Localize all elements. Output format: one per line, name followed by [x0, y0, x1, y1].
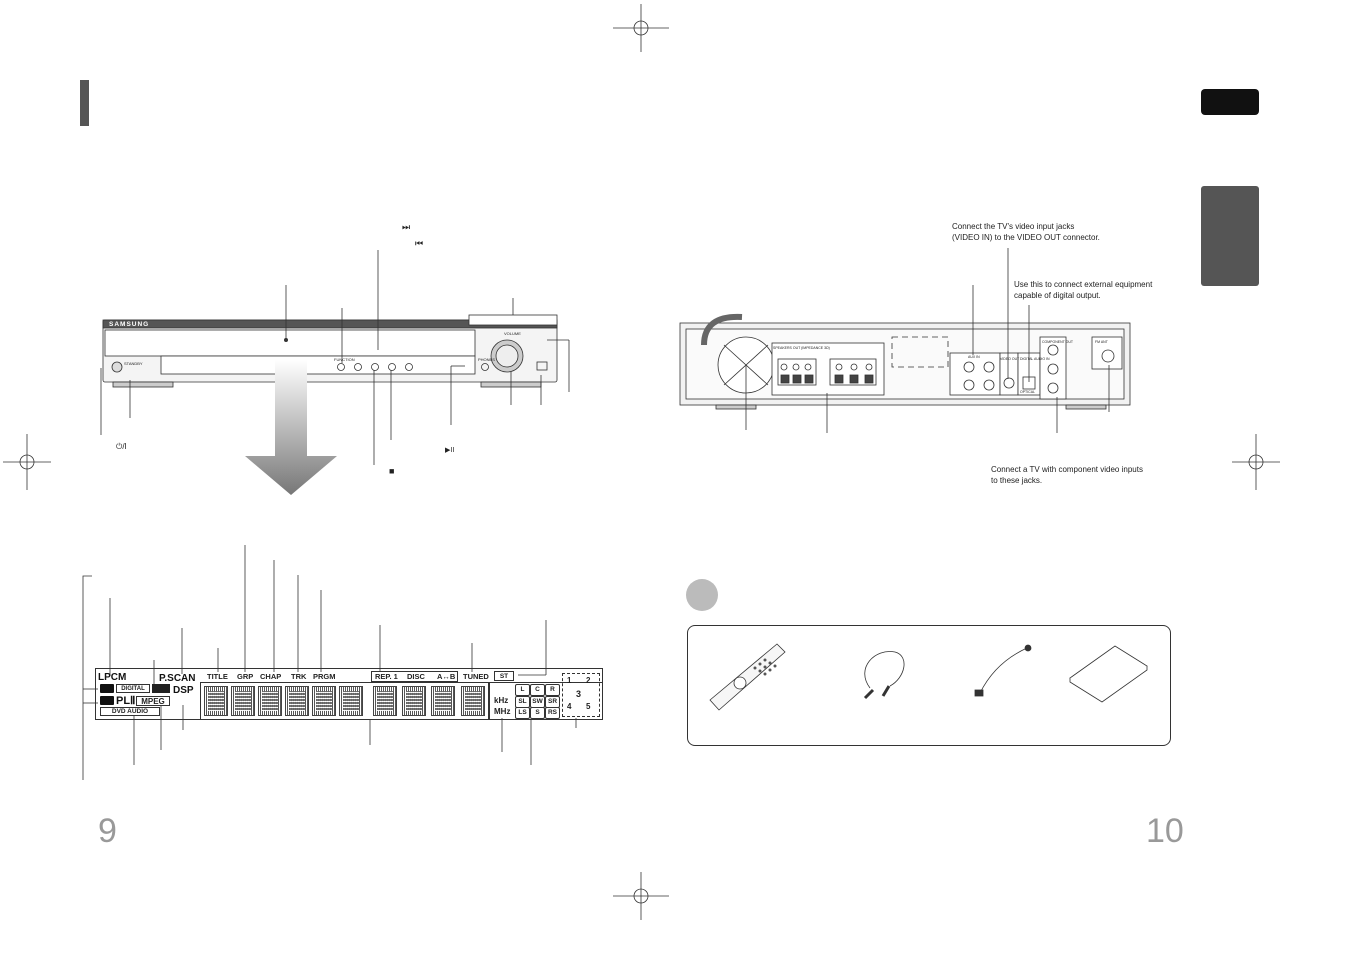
fm-antenna-icon [974, 644, 1032, 697]
segment-area [200, 682, 489, 720]
repeat-indicator: REP. 1 [375, 672, 398, 681]
channel-ls: LS [515, 707, 530, 719]
speaker-number: 5 [586, 702, 591, 711]
segment-digit [312, 686, 336, 716]
power-icon: ⏻/I [116, 442, 127, 451]
function-label: FUNCTION [334, 357, 355, 362]
accessories-illustrations [709, 643, 1148, 711]
channel-s: S [530, 707, 545, 719]
fm-antenna-label: FM ANT [1095, 340, 1108, 344]
component-annotation: Connect a TV with component video inputs… [991, 465, 1143, 485]
channel-sr: SR [545, 696, 560, 708]
section-marker [80, 80, 89, 126]
segment-digit [431, 686, 455, 716]
remote-control-icon [709, 643, 786, 711]
ab-repeat-indicator: A↔B [437, 672, 456, 681]
speaker-number: 3 [576, 689, 582, 699]
chapter-indicator: CHAP [260, 672, 282, 681]
speaker-number: 1 [567, 676, 572, 685]
brand-label: SAMSUNG [109, 321, 150, 328]
segment-digit [461, 686, 485, 716]
component-label: COMPONENT OUT [1042, 340, 1074, 344]
section-bullet [686, 579, 718, 611]
accessories-box [687, 625, 1171, 746]
segment-digit [402, 686, 426, 716]
skip-back-icon: ⏮ [415, 238, 424, 248]
pl2-indicator: PLⅡ [116, 695, 136, 707]
digital-in-annotation: Use this to connect external equipment c… [1014, 280, 1153, 300]
segment-digit [373, 686, 397, 716]
stereo-indicator: ST [494, 671, 514, 681]
language-tab [1201, 89, 1259, 115]
channel-r: R [545, 684, 560, 696]
display-leader-lines [82, 545, 577, 780]
dolby-digital-logo [100, 684, 114, 693]
khz-indicator: kHz [494, 696, 509, 705]
segment-digit [285, 686, 309, 716]
speaker-number: 4 [567, 702, 572, 711]
channel-rs: RS [545, 707, 560, 719]
segment-digit [339, 686, 363, 716]
speaker-area [489, 682, 603, 720]
dsp-indicator: DSP [173, 685, 194, 696]
video-cable-icon [863, 651, 905, 700]
mhz-indicator: MHz [494, 707, 511, 716]
speakers-out-label: SPEAKERS OUT (IMPEDANCE 3Ω) [773, 346, 830, 350]
track-indicator: TRK [291, 672, 307, 681]
video-out-annotation: Connect the TV's video input jacks (VIDE… [952, 222, 1100, 242]
segment-digit [231, 686, 255, 716]
segment-digit [204, 686, 228, 716]
aux-label: AUX IN [968, 355, 980, 359]
dolby-pl2-logo [100, 696, 114, 705]
chapter-tab [1201, 186, 1259, 286]
mpeg-indicator: MPEG [136, 696, 170, 706]
group-indicator: GRP [237, 672, 254, 681]
title-indicator: TITLE [207, 672, 228, 681]
volume-label: VOLUME [504, 331, 521, 336]
dts-logo [152, 684, 170, 693]
tuned-indicator: TUNED [463, 672, 489, 681]
dvd-audio-indicator: DVD AUDIO [100, 707, 160, 716]
disc-indicator: DISC [407, 672, 425, 681]
pscan-indicator: P.SCAN [159, 673, 196, 684]
digital-label: DIGITAL AUDIO IN [1020, 357, 1050, 361]
speaker-number: 2 [586, 676, 591, 685]
channel-c: C [530, 684, 545, 696]
page-number-left: 9 [98, 812, 117, 850]
digital-indicator: DIGITAL [116, 684, 150, 693]
phones-label: PHONES [478, 357, 495, 362]
optical-label: OPTICAL [1020, 390, 1035, 394]
program-indicator: PRGM [313, 672, 336, 681]
channel-l: L [515, 684, 530, 696]
lpcm-indicator: LPCM [98, 672, 127, 683]
video-out-label: VIDEO OUT [1000, 357, 1020, 361]
segment-digit [258, 686, 282, 716]
user-manual-icon [1069, 645, 1148, 703]
play-pause-icon: ▶II [445, 447, 455, 454]
front-panel-diagram [100, 250, 570, 495]
speaker-layout-icon [562, 673, 600, 717]
rear-panel-diagram [679, 248, 1131, 433]
page-number-right: 10 [1146, 812, 1184, 850]
skip-forward-icon: ⏭ [402, 222, 411, 232]
standby-label: STANDBY [124, 361, 143, 366]
repeat-group-frame [371, 671, 458, 682]
stop-icon: ■ [389, 466, 395, 476]
